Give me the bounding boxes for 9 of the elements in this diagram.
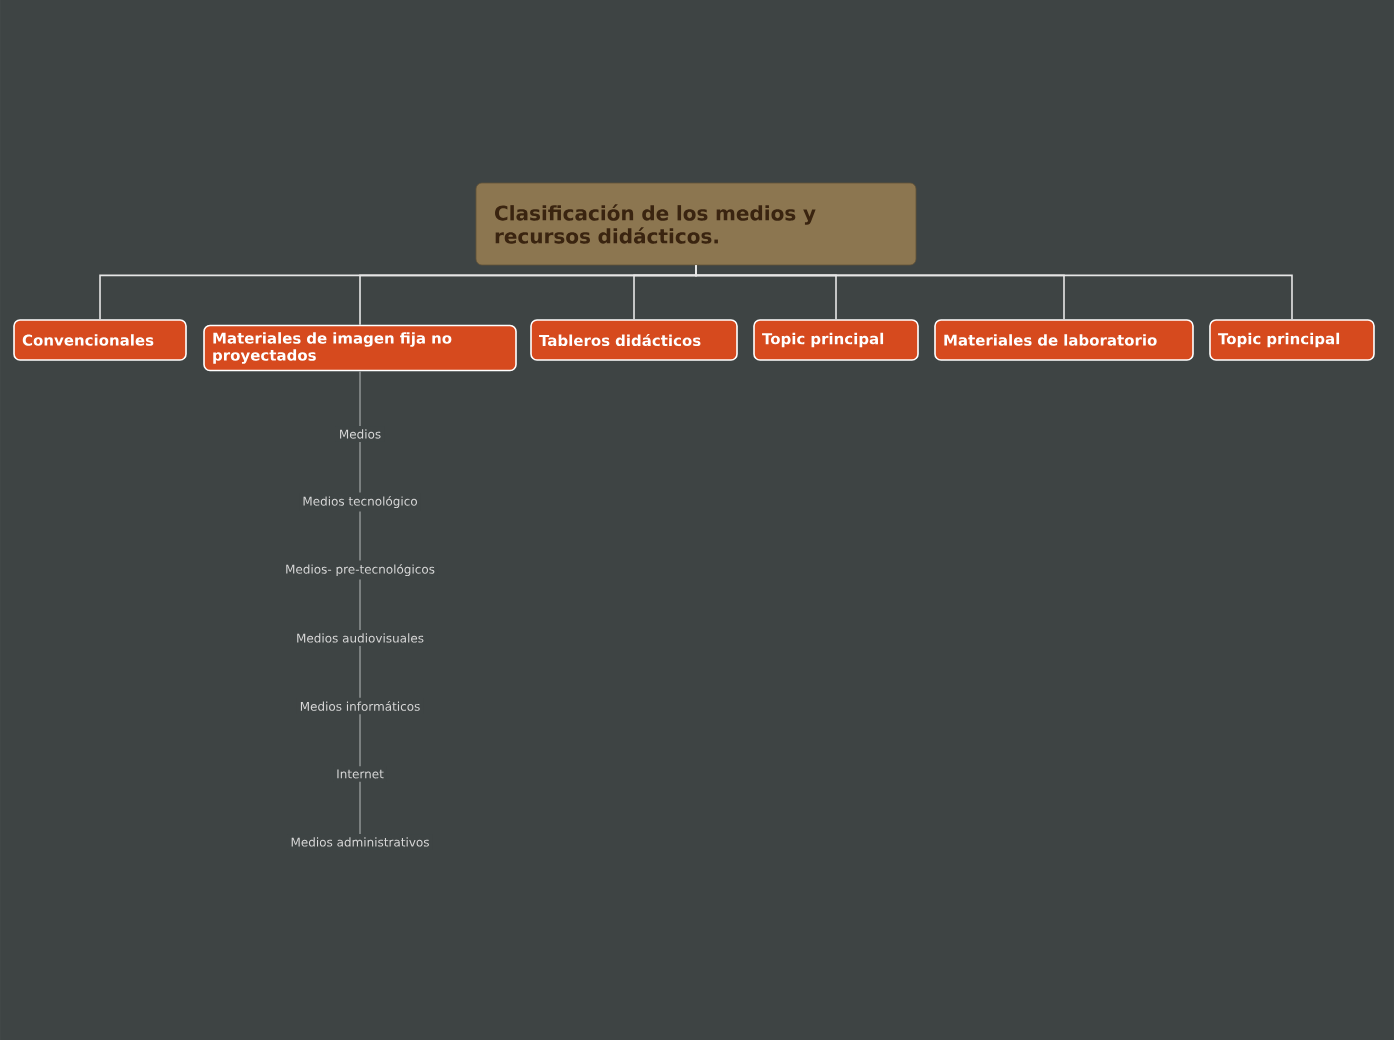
connector-line [695, 264, 1293, 320]
connector-line [359, 370, 361, 427]
topic-box: Clasificación de los medios y recursos didácticos. [475, 182, 917, 266]
connector-line [359, 578, 361, 631]
connector-line [359, 645, 361, 699]
connector-line [359, 781, 361, 835]
connector-line [359, 441, 361, 494]
connector-line [359, 713, 361, 767]
connector-line [359, 510, 361, 562]
